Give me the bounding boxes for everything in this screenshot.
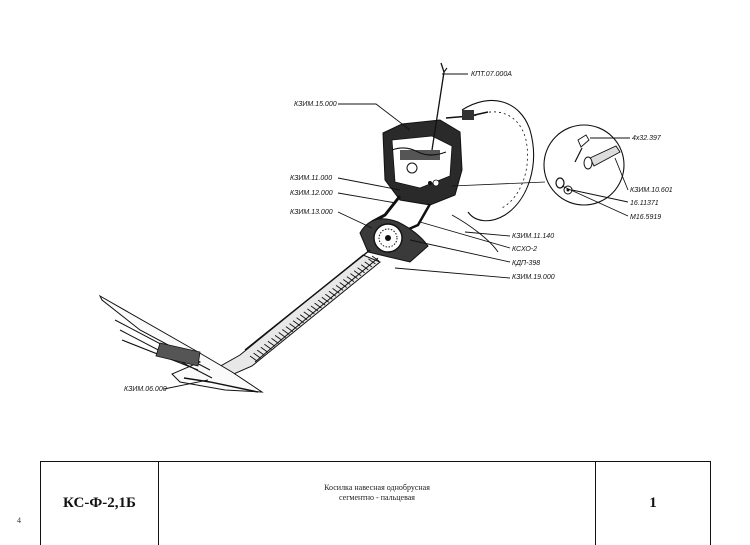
callout-kzim13: КЗИМ.13.000 bbox=[290, 209, 333, 216]
title-block: КС-Ф-2,1Б Косилка навесная однобрусная с… bbox=[40, 461, 711, 545]
sheet-number: 1 bbox=[649, 495, 657, 511]
callout-pin: 4х32.397 bbox=[632, 135, 662, 142]
mower-assembly-drawing: КПТ.07.000А КЗИМ.15.000 КЗИМ.11.000 КЗИМ… bbox=[98, 62, 673, 393]
model-code: КС-Ф-2,1Б bbox=[63, 495, 136, 511]
callout-kzim10601: КЗИМ.10.601 bbox=[630, 187, 673, 194]
callout-kzim11140: КЗИМ.11.140 bbox=[512, 233, 554, 240]
callout-kdp: КДП-398 bbox=[512, 260, 540, 267]
description-text: Косилка навесная однобрусная сегментно -… bbox=[159, 483, 595, 503]
description-line-1: Косилка навесная однобрусная bbox=[324, 483, 430, 492]
page-number: 4 bbox=[17, 516, 21, 525]
callout-nut: М16.5919 bbox=[630, 214, 661, 221]
callout-kzim15: КЗИМ.15.000 bbox=[294, 101, 337, 108]
sheet-cell: 1 bbox=[596, 462, 710, 545]
model-cell: КС-Ф-2,1Б bbox=[41, 462, 159, 545]
callout-kzim06: КЗИМ.06.000 bbox=[124, 386, 167, 393]
callout-washer: 16.11371 bbox=[630, 200, 659, 207]
cutter-head bbox=[359, 218, 429, 263]
outer-divider bbox=[98, 294, 264, 393]
cutter-bar bbox=[209, 249, 381, 381]
tractor-wheel bbox=[451, 100, 535, 253]
description-line-2: сегментно - пальцевая bbox=[339, 493, 415, 502]
hardware-detail-circle bbox=[451, 124, 625, 206]
leader-lines bbox=[163, 73, 630, 390]
callout-kzim12: КЗИМ.12.000 bbox=[290, 190, 333, 197]
callout-kzim11: КЗИМ.11.000 bbox=[290, 175, 332, 182]
callout-kzim19: КЗИМ.19.000 bbox=[512, 274, 555, 281]
description-cell: Косилка навесная однобрусная сегментно -… bbox=[159, 462, 596, 545]
callout-ksho: КСХО-2 bbox=[512, 246, 537, 253]
callout-kpt: КПТ.07.000А bbox=[471, 71, 512, 78]
hitch-mechanism bbox=[371, 62, 489, 234]
